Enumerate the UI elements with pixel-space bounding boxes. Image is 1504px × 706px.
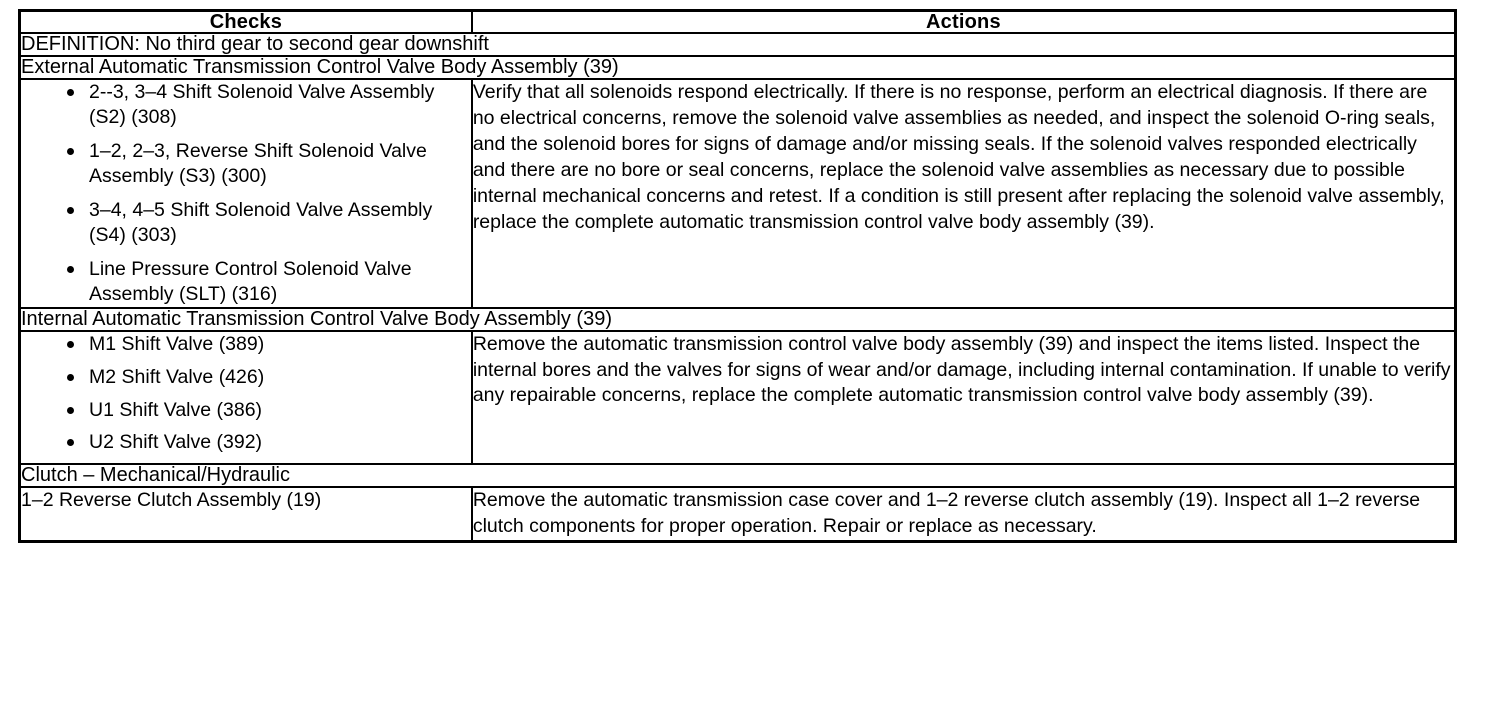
- list-item: 1–2, 2–3, Reverse Shift Solenoid Valve A…: [67, 139, 471, 189]
- definition-row: DEFINITION: No third gear to second gear…: [18, 32, 1457, 57]
- checks-bullet-list-internal: M1 Shift Valve (389) M2 Shift Valve (426…: [21, 332, 471, 456]
- actions-paragraph: Remove the automatic transmission case c…: [472, 489, 1421, 538]
- actions-cell-external: Verify that all solenoids respond electr…: [470, 78, 1457, 309]
- list-item: U2 Shift Valve (392): [67, 430, 471, 455]
- definition-text: DEFINITION: No third gear to second gear…: [18, 32, 1457, 57]
- diagnostic-checks-table: Checks Actions DEFINITION: No third gear…: [18, 9, 1457, 544]
- checks-bullet-list-external: 2--3, 3–4 Shift Solenoid Valve Assembly …: [21, 80, 471, 307]
- column-header-actions: Actions: [470, 9, 1457, 34]
- list-item: Line Pressure Control Solenoid Valve Ass…: [67, 257, 471, 307]
- section-heading-row-external: External Automatic Transmission Control …: [18, 55, 1457, 80]
- actions-paragraph: Verify that all solenoids respond electr…: [472, 81, 1445, 233]
- table-header-row: Checks Actions: [18, 9, 1457, 34]
- list-item: M1 Shift Valve (389): [67, 332, 471, 357]
- section-heading-row-internal: Internal Automatic Transmission Control …: [18, 306, 1457, 332]
- table-row: M1 Shift Valve (389) M2 Shift Valve (426…: [18, 329, 1457, 466]
- section-heading-clutch: Clutch – Mechanical/Hydraulic: [18, 463, 1457, 489]
- checks-cell-internal: M1 Shift Valve (389) M2 Shift Valve (426…: [18, 329, 473, 466]
- actions-paragraph: Remove the automatic transmission contro…: [472, 332, 1451, 407]
- checks-cell-clutch: 1–2 Reverse Clutch Assembly (19): [18, 486, 473, 543]
- list-item: 2--3, 3–4 Shift Solenoid Valve Assembly …: [67, 80, 471, 130]
- column-header-checks: Checks: [18, 9, 473, 34]
- table-row: 2--3, 3–4 Shift Solenoid Valve Assembly …: [18, 78, 1457, 309]
- section-heading-external: External Automatic Transmission Control …: [18, 55, 1457, 80]
- actions-cell-clutch: Remove the automatic transmission case c…: [470, 486, 1457, 543]
- checks-cell-external: 2--3, 3–4 Shift Solenoid Valve Assembly …: [18, 78, 473, 309]
- section-heading-row-clutch: Clutch – Mechanical/Hydraulic: [18, 463, 1457, 489]
- list-item: U1 Shift Valve (386): [67, 398, 471, 423]
- table-row: 1–2 Reverse Clutch Assembly (19) Remove …: [18, 486, 1457, 543]
- list-item: M2 Shift Valve (426): [67, 365, 471, 390]
- actions-cell-internal: Remove the automatic transmission contro…: [470, 329, 1457, 466]
- section-heading-internal: Internal Automatic Transmission Control …: [18, 306, 1457, 332]
- list-item: 3–4, 4–5 Shift Solenoid Valve Assembly (…: [67, 198, 471, 248]
